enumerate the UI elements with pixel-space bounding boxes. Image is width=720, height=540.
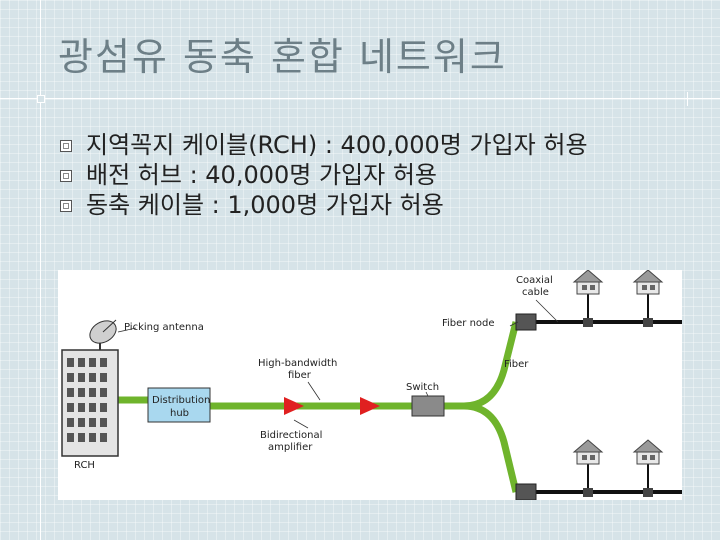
coax-label: cable [522,287,549,298]
coax-label: Coaxial [516,275,553,286]
diagram-canvas: Picking antenna RCH Distribution hub Hig… [61,270,682,500]
distribution-hub-box [147,387,211,423]
rch-building-icon [61,349,119,457]
switch-label: Switch [406,382,439,393]
hub-label: hub [170,408,189,419]
fiber-switch-to-node-bottom [444,402,520,493]
bullet-list: 지역꼭지 케이블(RCH) : 400,000명 가입자 허용 배전 허브 : … [56,130,686,220]
tap-box [643,488,653,497]
fiber-node-pointer [509,321,519,327]
bullet-text: 동축 케이블 : 1,000명 가입자 허용 [86,191,444,219]
antenna-label: Picking antenna [124,322,204,333]
house-icon [572,270,604,295]
hb-fiber-label: fiber [288,370,312,381]
tap-box [583,488,593,497]
bullet-item: 지역꼭지 케이블(RCH) : 400,000명 가입자 허용 [56,130,686,160]
decorative-horizontal-rule [0,98,720,99]
fiber-node-label: Fiber node [442,318,495,329]
amplifier-pointer [293,419,309,429]
house-icon [632,439,664,465]
decorative-rule-square [37,95,45,103]
coax-pointer [535,299,559,323]
tap-box [643,318,653,327]
hb-fiber-label: High-bandwidth [258,358,337,369]
bullet-item: 배전 허브 : 40,000명 가입자 허용 [56,160,686,190]
house-icon [632,270,664,295]
hfc-network-diagram: Picking antenna RCH Distribution hub Hig… [58,270,682,500]
amplifier-label: Bidirectional [260,430,322,441]
bullet-marker-icon [60,200,72,212]
bullet-marker-icon [60,140,72,152]
bullet-item: 동축 케이블 : 1,000명 가입자 허용 [56,190,686,220]
fiber-label: Fiber [504,359,529,370]
amplifier-icon [360,397,380,415]
switch-box [411,395,445,417]
decorative-rule-tick [687,92,688,106]
amplifier-icon [284,397,304,415]
switch-pointer [425,391,429,397]
fiber-node-box [515,483,537,500]
bullet-marker-icon [60,170,72,182]
hb-fiber-pointer [307,381,321,401]
bullet-text: 배전 허브 : 40,000명 가입자 허용 [86,161,438,189]
bullet-text: 지역꼭지 케이블(RCH) : 400,000명 가입자 허용 [86,131,588,159]
coaxial-lines [536,292,682,497]
amplifier-label: amplifier [268,442,313,453]
fiber-node-box [515,313,537,331]
tap-box [583,318,593,327]
slide-title: 광섬유 동축 혼합 네트워크 [58,35,507,79]
house-icon [572,439,604,465]
rch-label: RCH [74,460,95,471]
antenna-dish-icon [89,319,137,350]
decorative-vertical-rule [40,0,41,540]
hub-label: Distribution [152,395,210,406]
